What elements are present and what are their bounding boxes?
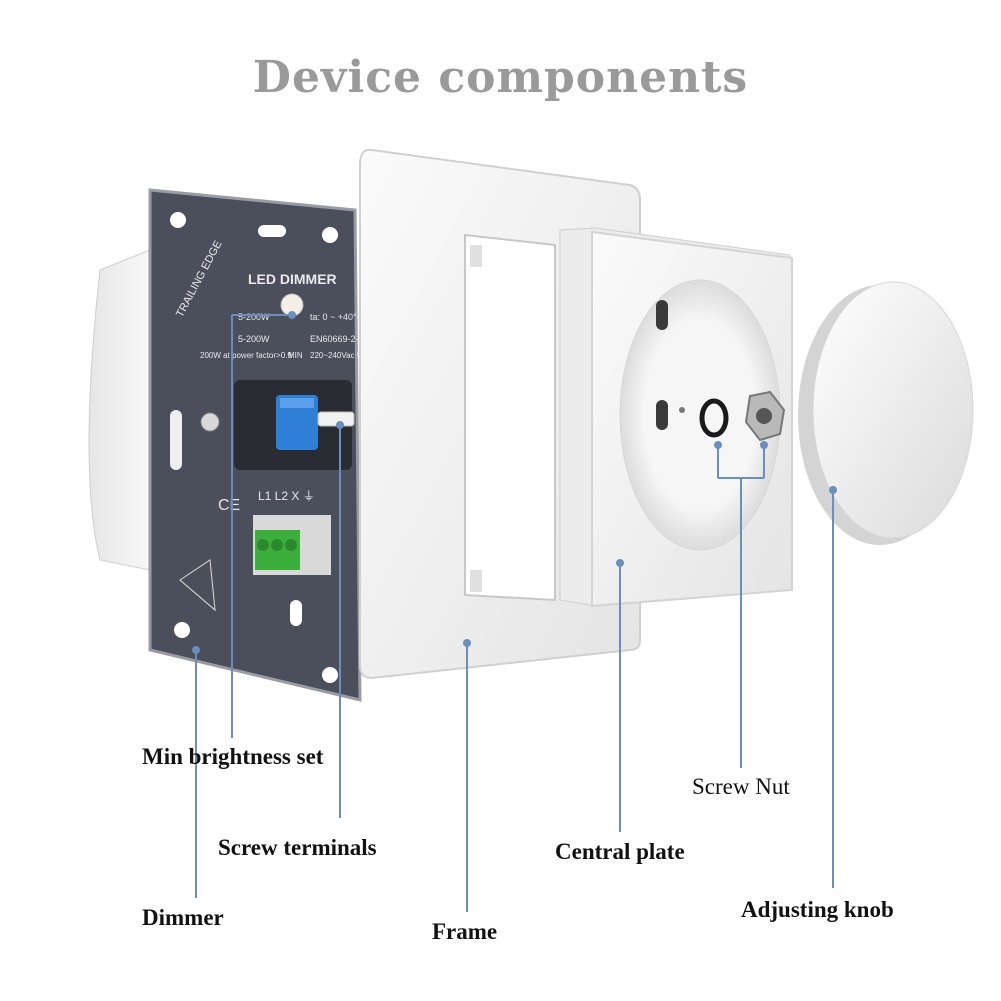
spec-line-2: 5-200W [238,334,270,344]
pointer-dot [336,421,344,429]
pointer-dot [288,311,296,319]
shaft-highlight [280,398,314,408]
pointer-dot [463,639,471,647]
temp-text: ta: 0 ~ +40°C [310,312,364,322]
adjusting-knob-illus [798,281,974,545]
triangle-mark [179,559,216,612]
spec-line-1: 5-200W [238,312,270,322]
label-central-plate: Central plate [555,839,685,864]
pointer-dots [192,311,837,654]
mounting-hole [170,212,186,228]
pointer-dot [192,646,200,654]
ce-mark: CE [218,497,240,514]
pointer-dot [760,441,768,449]
standard-text: EN60669-2-1 [310,334,364,344]
frame-opening [464,233,556,602]
screw-nut-assembly [699,390,786,442]
pointer-lines [195,314,834,912]
pointer-dot [714,441,722,449]
mounting-hole [322,667,338,683]
diagram-title: Device components [252,52,749,103]
label-adjusting-knob: Adjusting knob [741,897,894,922]
spec-line-3: 200W at power factor>0.9 [200,351,292,360]
shaft-pin [317,411,355,427]
plate-slot [656,400,668,430]
label-dimmer: Dimmer [142,905,224,930]
label-screw-terminals: Screw terminals [218,835,377,860]
central-plate [559,227,793,608]
voltage-text: 220~240Vac 50 [310,351,366,360]
mounting-hole [322,227,338,243]
washer [699,398,729,438]
dimmer-unit: CE TRAILING EDGE LED DIMMER 5-200W 5-200… [88,188,366,702]
terminal-markings: L1 L2 X ⏚ [258,489,315,503]
dimmer-housing [88,249,151,571]
label-min-brightness: Min brightness set [142,744,324,769]
mounting-slot [258,225,286,237]
led-dimmer-text: LED DIMMER [248,271,337,287]
plate-slot [656,300,668,330]
pointer-dot [829,486,837,494]
label-frame: Frame [432,919,498,944]
pointer-dot [616,559,624,567]
mounting-hole [174,622,190,638]
label-screw-nut: Screw Nut [692,774,790,799]
mounting-slot [170,410,182,470]
mounting-slot [290,600,302,626]
knob-face [812,281,974,539]
min-text: MIN [288,351,303,360]
potentiometer-blue-shaft [276,395,318,450]
fixing-screw [200,412,220,432]
